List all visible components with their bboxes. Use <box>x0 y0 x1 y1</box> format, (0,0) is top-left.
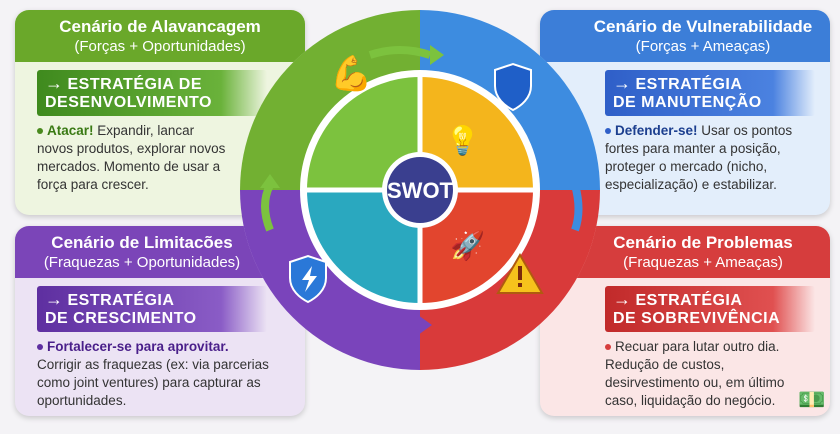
card-body: Atacar! Expandir, lancar novos produtos,… <box>37 122 232 194</box>
card-body: Recuar para lutar outro dia. Redução de c… <box>605 338 795 410</box>
inner-quadrant-opportunities <box>307 190 420 303</box>
bullet-icon <box>37 344 43 351</box>
card-body: Fortalecer-se para aprovitar. Corrigir as… <box>37 338 287 410</box>
strategy-line1: ESTRATÉGIA <box>67 292 175 309</box>
inner-quadrant-threats <box>420 190 533 303</box>
card-subtitle: (Fraquezas + Ameaças) <box>623 254 783 271</box>
body-text: Expandir, lancar novos produtos, explora… <box>37 123 226 192</box>
card-subtitle: (Fraquezas + Oportunidades) <box>43 254 241 271</box>
body-text: Redução de custos, desirvestimento ou, e… <box>605 357 785 408</box>
lead-text: Recuar para lutar outro dia. <box>615 339 780 354</box>
card-title: Cenário de Problemas <box>613 233 793 252</box>
lead-text: Fortalecer-se para aprovitar. <box>47 339 229 354</box>
swot-wheel: SWOT 💪 💡 🚀 <box>240 10 600 370</box>
shield-icon <box>494 62 532 112</box>
card-header: Cenário de Alavancagem (Forças + Oportuni… <box>15 10 305 62</box>
swot-label: SWOT <box>387 178 454 203</box>
flexed-arm-icon: 💪 <box>330 54 372 93</box>
strategy-line1: ESTRATÉGIA <box>635 76 743 93</box>
bullet-icon <box>37 128 43 135</box>
lead-text: Atacar! <box>47 123 94 138</box>
bullet-icon <box>605 344 611 351</box>
card-title: Cenário de Vulnerabilidade <box>593 17 813 36</box>
card-problemas: Cenário de Problemas (Fraquezas + Ameaças… <box>540 226 830 416</box>
card-body: Defender-se! Usar os pontos fortes para … <box>605 122 825 194</box>
card-alavancagem: Cenário de Alavancagem (Forças + Oportuni… <box>15 10 305 215</box>
inner-quadrant-weaknesses <box>420 77 533 190</box>
swot-center <box>387 157 453 223</box>
arrow-up-icon <box>261 183 274 232</box>
strategy-line2: DE SOBREVIVÊNCIA <box>613 310 781 327</box>
strategy-line1: ESTRATÉGIA <box>635 292 743 309</box>
body-text: Corrigir as fraquezas (ex: via parcerias… <box>37 357 269 408</box>
bullet-icon <box>605 128 611 135</box>
strategy-line2: DE CRESCIMENTO <box>45 310 197 327</box>
arrow-right-icon: → <box>45 289 64 309</box>
rocket-icon: 🚀 <box>450 229 485 262</box>
card-subtitle: (Forças + Ameaças) <box>635 38 771 55</box>
arrow-right-icon: → <box>613 289 632 309</box>
inner-quadrant-strengths <box>307 77 420 190</box>
strategy-line2: DESENVOLVIMENTO <box>45 94 212 111</box>
card-header: Cenário de Vulnerabilidade (Forças + Amea… <box>540 10 830 62</box>
card-header: Cenário de Problemas (Fraquezas + Ameaças… <box>540 226 830 278</box>
lightbulb-icon: 💡 <box>445 124 480 157</box>
arrow-right-icon: → <box>45 73 64 93</box>
arrow-icon <box>369 321 421 332</box>
lead-text: Defender-se! <box>615 123 698 138</box>
arrow-up-icon <box>571 183 583 232</box>
card-title: Cenário de Alavancagem <box>59 17 261 36</box>
card-title: Cenário de Limitacões <box>51 233 233 252</box>
card-subtitle: (Forças + Oportunidades) <box>74 38 246 55</box>
strategy-line2: DE MANUTENÇÃO <box>613 94 762 111</box>
strategy-line1: ESTRATÉGIA DE <box>67 76 203 93</box>
body-text: Usar os pontos fortes para manter a posi… <box>605 123 793 192</box>
arrow-icon <box>368 46 432 59</box>
money-icon: 💵 <box>798 387 826 412</box>
arrow-right-icon: → <box>613 73 632 93</box>
